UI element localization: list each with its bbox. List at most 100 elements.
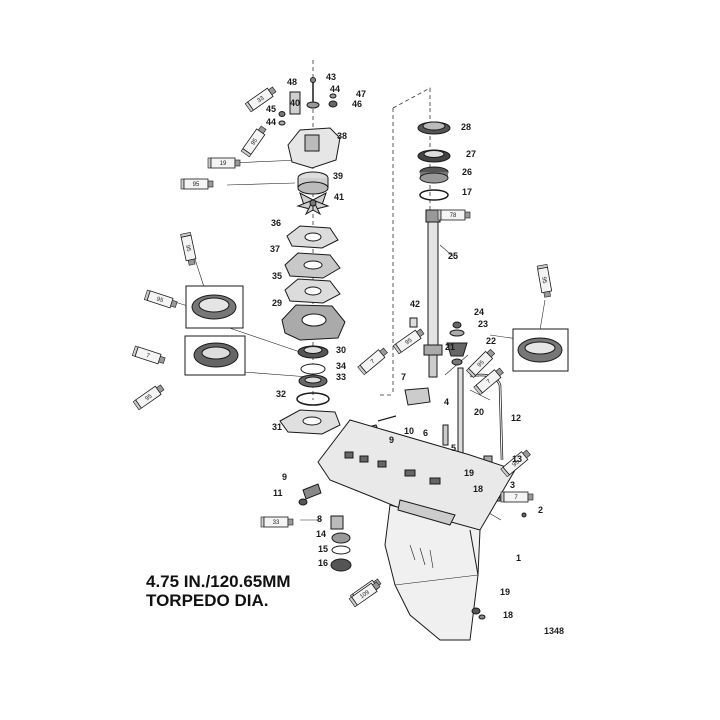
part-callout-43: 43: [326, 72, 336, 82]
tube-label: 19: [220, 161, 227, 167]
part-callout-29: 29: [272, 298, 282, 308]
part-callout-38: 38: [337, 131, 347, 141]
part-callout-34: 34: [336, 361, 346, 371]
lubricant-tube-7: 7: [500, 491, 534, 503]
part-callout-13: 13: [512, 454, 522, 464]
part-callout-18: 18: [503, 610, 513, 620]
part-callout-6: 6: [423, 428, 428, 438]
tube-label: 95: [144, 393, 153, 402]
lubricant-tube-95: 95: [180, 231, 197, 266]
part-callout-12: 12: [511, 413, 521, 423]
torpedo-diameter-caption: 4.75 IN./120.65MM TORPEDO DIA.: [146, 572, 291, 610]
tube-label: 7: [145, 353, 151, 360]
lower-left-parts: [298, 483, 486, 620]
part-callout-7: 7: [401, 372, 406, 382]
part-callout-39: 39: [333, 171, 343, 181]
water-pump-assembly: [278, 77, 346, 435]
tube-label: 33: [256, 95, 265, 104]
lubricant-tube-95: 95: [240, 125, 267, 158]
tube-label: 33: [273, 520, 280, 526]
tube-label: 95: [250, 137, 259, 146]
part-callout-44: 44: [330, 84, 340, 94]
part-callout-21: 21: [445, 342, 455, 352]
part-callout-36: 36: [271, 218, 281, 228]
lubricant-tube-19: 19: [207, 157, 241, 169]
lubricant-tube-95: 95: [500, 449, 531, 478]
part-callout-22: 22: [486, 336, 496, 346]
part-callout-45: 45: [266, 104, 276, 114]
part-callout-9: 9: [389, 435, 394, 445]
lubricant-tube-95: 95: [536, 264, 553, 298]
part-callout-8: 8: [317, 514, 322, 524]
part-callout-10: 10: [404, 426, 414, 436]
part-callout-28: 28: [461, 122, 471, 132]
tube-label: 7: [370, 358, 377, 365]
part-callout-40: 40: [290, 98, 300, 108]
gear-housing: [317, 419, 516, 641]
lubricant-tube-33: 33: [244, 86, 277, 113]
tube-label: 109: [359, 589, 371, 600]
part-callout-3: 3: [510, 480, 515, 490]
part-callout-47: 47: [356, 89, 366, 99]
part-callout-35: 35: [272, 271, 282, 281]
tube-label: 95: [512, 459, 521, 468]
lubricant-tube-95: 95: [180, 178, 214, 190]
part-callout-2: 2: [538, 505, 543, 515]
tube-label: 78: [450, 213, 457, 219]
tube-label: 95: [404, 337, 413, 346]
part-callout-24: 24: [474, 307, 484, 317]
tube-label: 95: [540, 276, 547, 284]
lubricant-tubes: 33951995959579579578957957953395109: [131, 86, 553, 608]
part-callout-48: 48: [287, 77, 297, 87]
drive-shaft: [427, 209, 439, 346]
part-callout-20: 20: [474, 407, 484, 417]
part-callout-41: 41: [334, 192, 344, 202]
part-callout-5: 5: [451, 443, 456, 453]
part-callout-25: 25: [448, 251, 458, 261]
part-callout-42: 42: [410, 299, 420, 309]
housing-lower-case: [384, 504, 481, 641]
part-callout-46: 46: [352, 99, 362, 109]
bearing-detail-box: [512, 328, 569, 372]
lubricant-tube-7: 7: [357, 347, 388, 376]
tube-label: 95: [193, 182, 200, 188]
part-callout-30: 30: [336, 345, 346, 355]
tube-label: 95: [477, 359, 486, 368]
lubricant-tube-109: 109: [348, 581, 381, 608]
impeller: [296, 191, 330, 216]
lubricant-tube-95: 95: [466, 348, 496, 378]
part-callout-11: 11: [273, 488, 283, 498]
lubricant-tube-7: 7: [131, 345, 166, 365]
part-callout-33: 33: [336, 372, 346, 382]
figure-number: 1348: [544, 626, 565, 636]
caption-line-2: TORPEDO DIA.: [146, 591, 269, 610]
part-callout-26: 26: [462, 167, 472, 177]
insert-40: [289, 91, 301, 115]
part-callout-17: 17: [462, 187, 472, 197]
part-callout-19: 19: [464, 468, 474, 478]
lubricant-tube-7: 7: [473, 367, 504, 396]
lubricant-tube-95: 95: [132, 384, 165, 411]
part-callout-37: 37: [270, 244, 280, 254]
lubricant-tube-33: 33: [260, 516, 294, 528]
part-callout-27: 27: [466, 149, 476, 159]
part-callout-19: 19: [500, 587, 510, 597]
part-callout-9: 9: [282, 472, 287, 482]
part-callout-32: 32: [276, 389, 286, 399]
part-callout-23: 23: [478, 319, 488, 329]
part-callout-18: 18: [473, 484, 483, 494]
lubricant-tube-95: 95: [143, 289, 178, 309]
part-callout-16: 16: [318, 558, 328, 568]
tube-label: 95: [156, 296, 165, 304]
part-callout-1: 1: [516, 553, 521, 563]
lubricant-tube-78: 78: [437, 209, 471, 221]
part-callout-4: 4: [444, 397, 449, 407]
tube-label: 7: [514, 495, 518, 501]
lubricant-tube-95: 95: [392, 328, 425, 355]
tube-label: 95: [184, 244, 191, 252]
part-callout-31: 31: [272, 422, 282, 432]
part-callout-15: 15: [318, 544, 328, 554]
